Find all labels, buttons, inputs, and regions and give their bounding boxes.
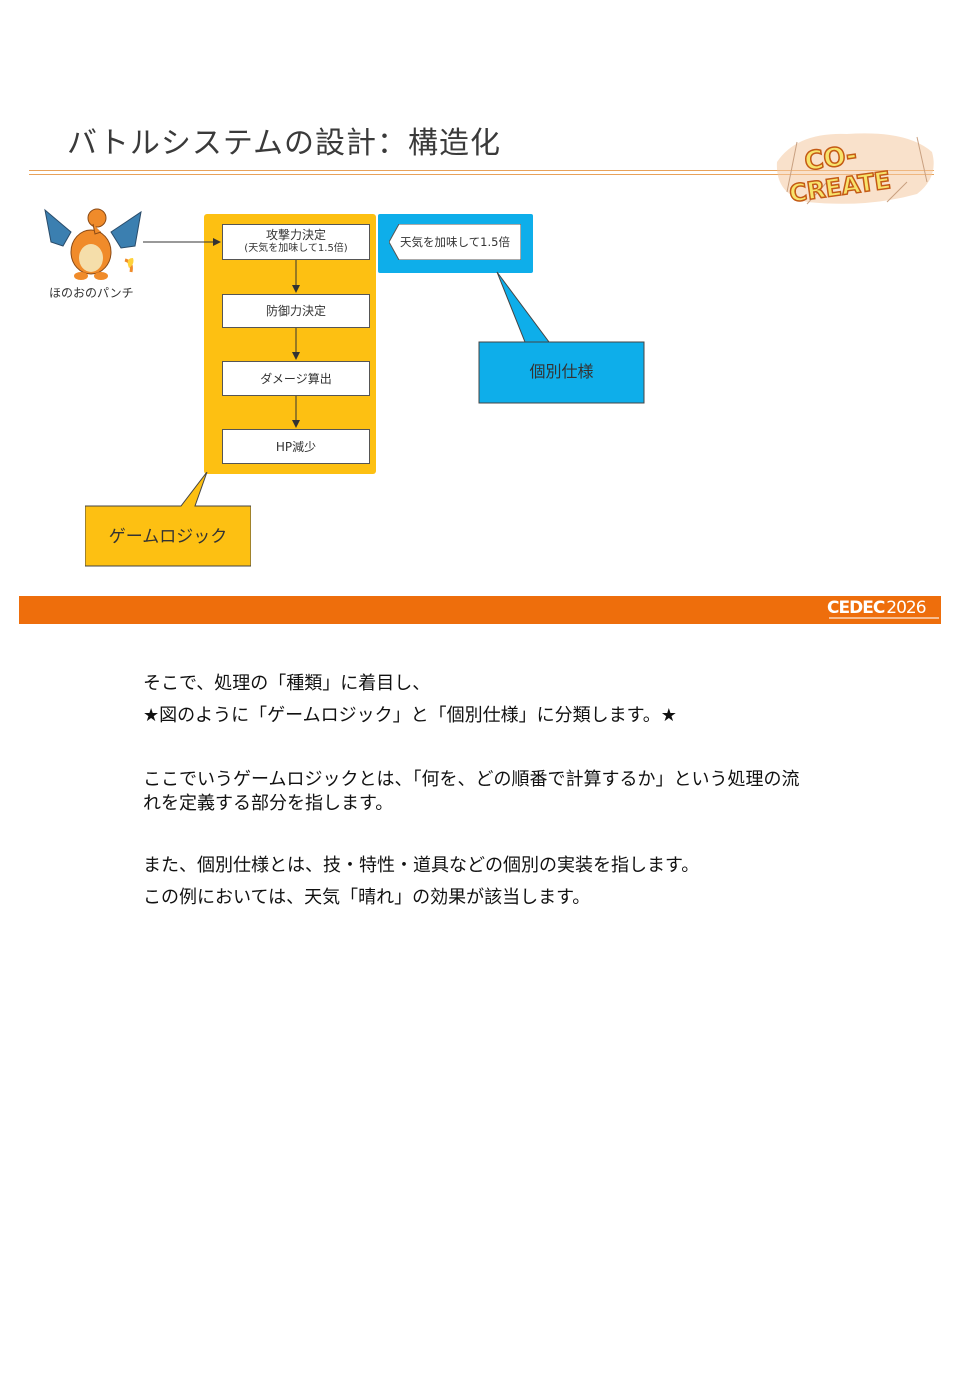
title-divider <box>29 170 934 171</box>
step-damage: ダメージ算出 <box>222 361 370 396</box>
step-attack-sub: (天気を加味して1.5倍) <box>244 243 348 254</box>
notes-paragraph-1-line-2: ★図のように「ゲームロジック」と「個別仕様」に分類します。★ <box>143 705 677 726</box>
step-hp-label: HP減少 <box>275 439 317 454</box>
spec-callout-text: 天気を加味して1.5倍 <box>400 235 510 249</box>
cedec-logo-tagline-line <box>829 617 939 619</box>
charizard-illustration <box>44 208 142 280</box>
spec-callout-shape <box>389 224 521 260</box>
move-label: ほのおのパンチ <box>49 286 134 300</box>
notes-paragraph-3-line-2: この例においては、天気「晴れ」の効果が該当します。 <box>143 887 591 908</box>
diagram-connectors <box>143 238 300 428</box>
footer-bar <box>19 596 941 624</box>
cedec-logo: CEDEC 2026 <box>827 598 927 618</box>
slide: バトルシステムの設計：構造化 CO- CREATE ほのおのパンチ 攻撃力決定 … <box>19 100 941 624</box>
cedec-logo-year: 2026 <box>886 598 926 618</box>
notes-paragraph-1-line-1: そこで、処理の「種類」に着目し、 <box>143 673 431 694</box>
step-attack: 攻撃力決定 (天気を加味して1.5倍) <box>222 224 370 260</box>
step-hp: HP減少 <box>222 429 370 464</box>
slide-title: バトルシステムの設計：構造化 <box>67 126 501 161</box>
title-divider-secondary <box>29 174 934 175</box>
step-defense-label: 防御力決定 <box>265 304 326 318</box>
spec-label-text: 個別仕様 <box>529 362 594 381</box>
step-defense: 防御力決定 <box>222 294 370 328</box>
logic-label-callout <box>85 472 251 567</box>
logic-label-text: ゲームロジック <box>108 527 228 547</box>
step-damage-label: ダメージ算出 <box>260 371 332 386</box>
notes-paragraph-3-line-1: また、個別仕様とは、技・特性・道具などの個別の実装を指します。 <box>143 855 700 876</box>
spec-label-callout <box>478 271 645 404</box>
notes-paragraph-2: ここでいうゲームロジックとは、「何を、どの順番で計算するか」という処理の流れを定… <box>143 769 800 814</box>
cedec-logo-bold: CEDEC <box>827 598 885 618</box>
co-create-logo: CO- CREATE <box>776 133 934 208</box>
step-attack-label: 攻撃力決定 <box>265 228 326 242</box>
